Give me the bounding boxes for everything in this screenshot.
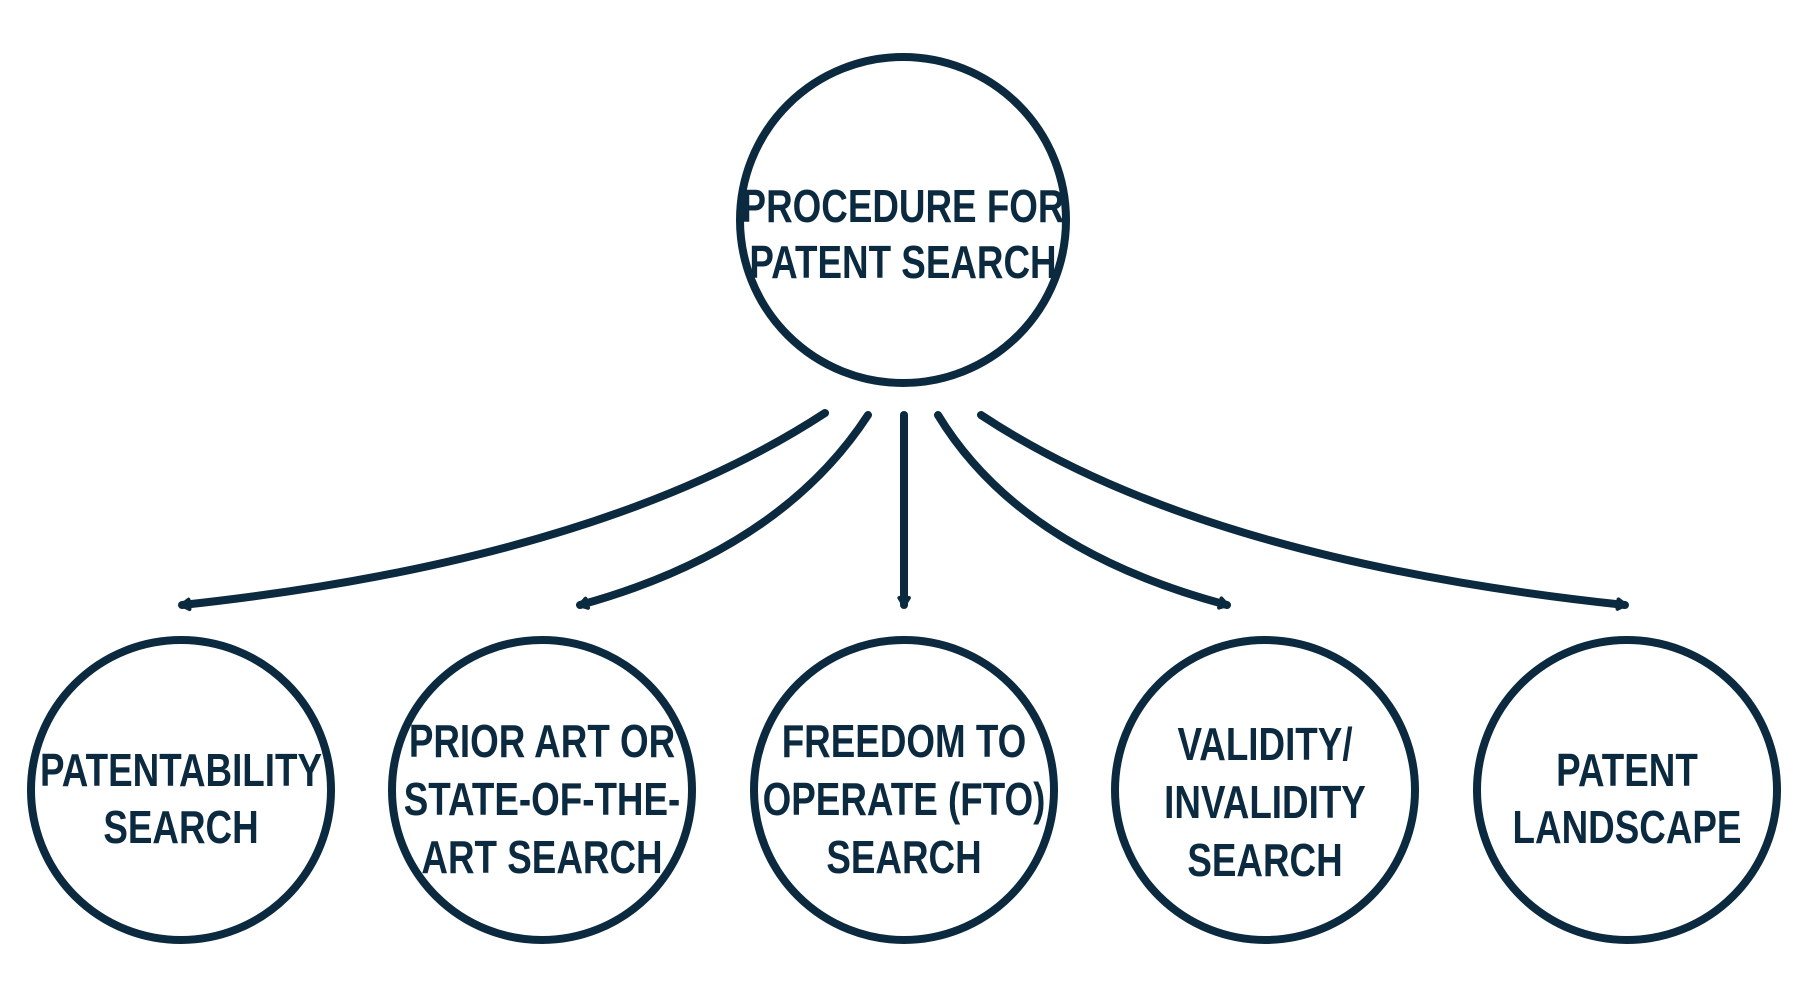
child-node-landscape: PATENT LANDSCAPE: [1473, 636, 1781, 944]
arrow-to-patentability: [178, 409, 829, 612]
root-label-line-1: PROCEDURE FOR: [742, 180, 1065, 232]
arrows: [178, 409, 1629, 612]
root-label-line-2: PATENT SEARCH: [749, 236, 1056, 288]
child-label: SEARCH: [826, 831, 981, 883]
child-label: OPERATE (FTO): [763, 773, 1046, 825]
child-node-patentability: PATENTABILITY SEARCH: [27, 636, 335, 944]
child-label: VALIDITY/: [1177, 718, 1352, 770]
child-node-prior-art: PRIOR ART OR STATE-OF-THE- ART SEARCH: [388, 636, 696, 944]
root-node: PROCEDURE FOR PATENT SEARCH: [736, 53, 1070, 387]
root-circle: [736, 53, 1070, 387]
arrow-to-landscape: [977, 411, 1629, 611]
arrow-to-prior-art: [576, 411, 872, 610]
child-label: SEARCH: [1187, 834, 1342, 886]
child-label: STATE-OF-THE-: [404, 773, 681, 825]
child-label: PATENTABILITY: [40, 744, 322, 796]
child-node-fto: FREEDOM TO OPERATE (FTO) SEARCH: [750, 636, 1058, 944]
child-label: FREEDOM TO: [782, 715, 1027, 767]
arrow-to-validity: [934, 411, 1231, 610]
child-label: LANDSCAPE: [1513, 801, 1742, 853]
child-node-validity: VALIDITY/ INVALIDITY SEARCH: [1111, 636, 1419, 944]
child-label: SEARCH: [103, 801, 258, 853]
child-label: PATENT: [1556, 744, 1698, 796]
child-label: ART SEARCH: [421, 831, 662, 883]
child-label: PRIOR ART OR: [409, 715, 675, 767]
child-label: INVALIDITY: [1164, 776, 1366, 828]
